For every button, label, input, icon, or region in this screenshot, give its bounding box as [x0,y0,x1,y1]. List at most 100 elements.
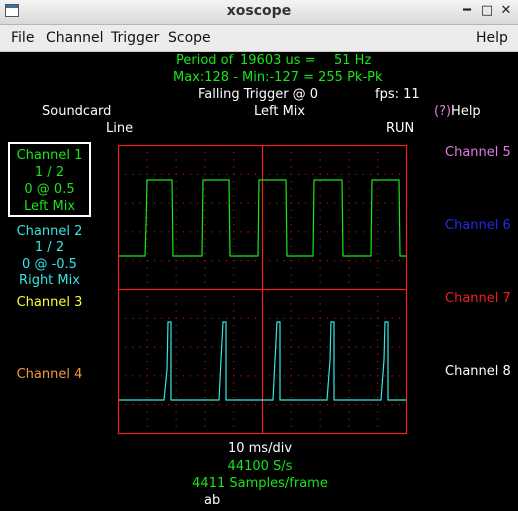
grid-dot [146,389,148,391]
grid-dot [384,202,386,204]
grid-dot [348,245,350,247]
channel-5-label[interactable]: Channel 5 [445,145,511,160]
grid-dot [204,382,206,384]
grid-dot [125,375,127,377]
grid-dot [290,166,292,168]
grid-dot [254,173,256,175]
menu-file[interactable]: File [11,30,35,46]
grid-dot [305,202,307,204]
grid-dot [204,260,206,262]
grid-dot [348,253,350,254]
grid-dot [146,397,148,398]
grid-dot [197,231,199,233]
grid-dot [283,260,285,262]
grid-dot [233,303,235,305]
grid-dot [290,296,292,298]
grid-dot [146,202,148,204]
grid-dot [305,317,307,319]
grid-dot [175,267,177,269]
grid-dot [146,346,148,348]
grid-dot [312,375,314,377]
channel-4-label[interactable]: Channel 4 [16,367,83,382]
grid-dot [190,346,191,348]
menu-trigger[interactable]: Trigger [111,30,160,46]
grid-dot [146,166,148,168]
grid-dot [348,411,350,413]
channel-1-label[interactable]: Channel 1 [16,148,83,163]
grid-dot [348,382,350,384]
channel-8-label[interactable]: Channel 8 [445,364,511,379]
help-hint[interactable]: (?)Help [434,104,481,119]
grid-dot [182,231,184,233]
line-label: Line [106,121,134,136]
grid-dot [168,173,170,175]
channel-7-label[interactable]: Channel 7 [445,291,511,306]
grid-dot [377,274,379,276]
timebase-readout[interactable]: 10 ms/div [227,441,293,456]
grid-dot [146,325,148,326]
grid-dot [132,404,134,406]
grid-dot [204,389,206,391]
grid-dot [240,231,242,233]
grid-dot [218,202,220,204]
grid-dot [348,274,350,276]
grid-dot [132,375,134,377]
grid-dot [290,310,292,312]
grid-dot [319,267,321,269]
grid-dot [175,231,177,233]
grid-dot [161,346,163,348]
grid-dot [312,404,314,406]
grid-dot [283,346,285,348]
grid-dot [218,260,220,262]
grid-dot [204,173,206,175]
grid-dot [305,260,307,262]
grid-dot [348,346,350,348]
grid-dot [377,159,379,161]
channel-6-label[interactable]: Channel 6 [445,218,511,233]
maximize-icon[interactable]: □ [480,3,494,18]
grid-dot [348,303,350,305]
grid-dot [290,224,292,226]
close-icon[interactable]: ✕ [500,3,512,18]
grid-dot [370,173,371,175]
grid-dot [146,296,148,298]
grid-dot [355,317,357,319]
grid-dot [175,152,177,154]
grid-dot [139,404,141,406]
menu-channel[interactable]: Channel [46,30,104,46]
source-label[interactable]: Soundcard [42,104,112,119]
grid-dot [197,317,199,319]
grid-dot [362,231,364,233]
grid-dot [254,404,256,406]
run-status[interactable]: RUN [386,121,415,136]
grid-dot [190,173,191,175]
grid-dot [204,411,206,413]
frequency-value: 51 Hz [334,53,372,68]
trigger-readout[interactable]: Falling Trigger @ 0 [198,87,319,102]
grid-dot [319,361,321,362]
grid-dot [211,202,213,204]
grid-dot [276,346,278,348]
channel-2-trace [119,321,406,401]
menu-scope[interactable]: Scope [168,30,211,46]
grid-dot [341,231,343,233]
grid-dot [276,317,278,319]
sample-rate-readout[interactable]: 44100 S/s [227,459,293,474]
channel-2-source: Right Mix [19,273,80,288]
window-icon[interactable] [5,4,19,17]
channel-2-label[interactable]: Channel 2 [16,224,83,239]
grid-dot [146,195,148,197]
grid-dot [362,202,364,204]
grid-dot [319,188,321,190]
grid-dot [398,375,400,377]
grid-dot [362,260,364,262]
grid-dot [319,260,321,262]
grid-dot [204,274,206,276]
channel-3-label[interactable]: Channel 3 [16,295,83,310]
channel-1-selected-box[interactable] [8,142,91,217]
grid-dot [398,260,400,262]
grid-dot [362,375,364,377]
minimize-icon[interactable]: ━ [463,3,471,18]
menu-help[interactable]: Help [476,30,508,46]
